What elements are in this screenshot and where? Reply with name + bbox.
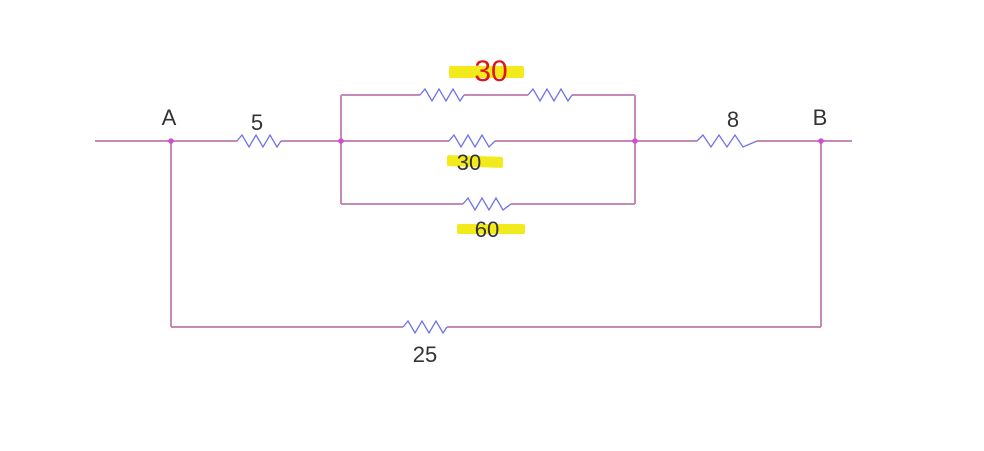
- highlight-top-30: [449, 66, 524, 78]
- node-right-junction-dot: [632, 138, 638, 144]
- resistor-mid-30-label: 30: [457, 150, 481, 175]
- resistor-30-middle: [448, 133, 496, 149]
- resistor-8-label: 8: [727, 107, 739, 132]
- bottom-return-wire: [170, 141, 822, 328]
- resistor-30-top-right: [527, 87, 573, 103]
- resistor-30-top-left: [419, 87, 465, 103]
- resistor-60: [462, 196, 512, 212]
- parallel-block-wires: [340, 94, 636, 205]
- highlight-60: [457, 224, 525, 234]
- node-a-dot: [168, 138, 174, 144]
- node-a-label: A: [162, 105, 177, 130]
- resistor-60-label: 60: [475, 217, 499, 242]
- resistor-5-label: 5: [251, 110, 263, 135]
- resistor-top-30-label: 30: [474, 55, 507, 88]
- resistor-8: [696, 133, 758, 149]
- highlight-mid-30: [446, 155, 504, 168]
- resistor-25: [402, 319, 448, 335]
- resistor-5: [236, 133, 282, 149]
- resistor-25-label: 25: [413, 342, 437, 367]
- node-b-dot: [818, 138, 824, 144]
- node-b-label: B: [813, 105, 828, 130]
- node-left-junction-dot: [338, 138, 344, 144]
